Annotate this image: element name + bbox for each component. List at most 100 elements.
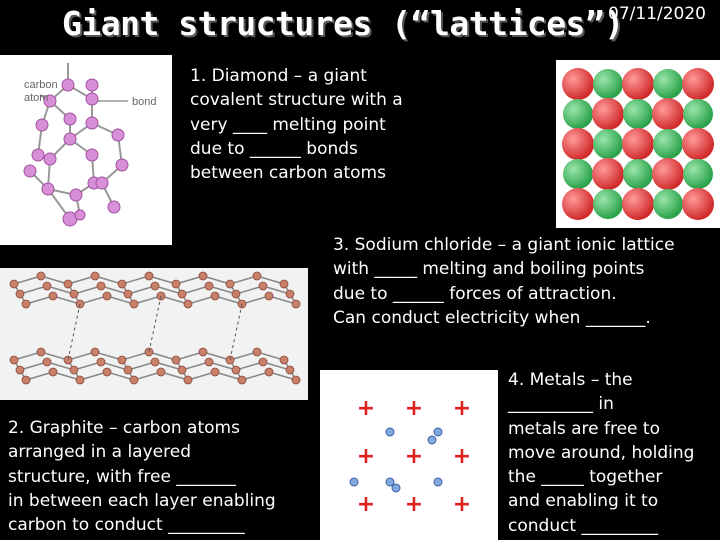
metal-ion: +	[405, 492, 423, 517]
graphite-carbon-atom	[291, 299, 301, 309]
sodium-ion	[622, 128, 654, 160]
graphite-carbon-atom	[204, 357, 214, 367]
metals-line: conduct _________	[508, 515, 659, 536]
metal-ion: +	[405, 444, 423, 469]
graphite-layer	[9, 347, 301, 385]
metals-line: and enabling it to	[508, 491, 659, 512]
sodium-chloride-lattice-image	[556, 60, 720, 228]
sodium-ion	[592, 158, 624, 190]
slide-title: Giant structures (“lattices”)	[62, 4, 624, 43]
graphite-carbon-atom	[198, 347, 208, 357]
graphite-carbon-atom	[252, 347, 262, 357]
carbon-label: carbon	[24, 79, 58, 91]
graphite-carbon-atom	[117, 355, 127, 365]
delocalised-electron	[433, 477, 443, 487]
graphite-carbon-atom	[279, 355, 289, 365]
graphite-line: structure, with free _______	[8, 466, 236, 487]
nacl-line: due to ______ forces of attraction.	[333, 283, 617, 304]
metals-description: 4. Metals – the __________ in metals are…	[508, 368, 694, 538]
graphite-carbon-atom	[177, 289, 187, 299]
interlayer-force	[67, 303, 81, 361]
graphite-carbon-atom	[237, 375, 247, 385]
graphite-carbon-atom	[21, 375, 31, 385]
graphite-carbon-atom	[102, 291, 112, 301]
delocalised-electron	[349, 477, 359, 487]
graphite-carbon-atom	[90, 347, 100, 357]
sodium-ion	[652, 98, 684, 130]
graphite-carbon-atom	[210, 291, 220, 301]
metals-line: __________ in	[508, 394, 614, 415]
delocalised-electron	[427, 435, 437, 445]
graphite-description: 2. Graphite – carbon atoms arranged in a…	[8, 416, 276, 537]
graphite-carbon-atom	[144, 347, 154, 357]
graphite-carbon-atom	[264, 367, 274, 377]
graphite-carbon-atom	[291, 375, 301, 385]
diamond-description: 1. Diamond – a giant covalent structure …	[190, 64, 403, 185]
graphite-carbon-atom	[36, 271, 46, 281]
diamond-line: 1. Diamond – a giant	[190, 66, 367, 86]
sodium-ion	[622, 188, 654, 220]
graphite-carbon-atom	[258, 281, 268, 291]
graphite-carbon-atom	[264, 291, 274, 301]
graphite-carbon-atom	[285, 365, 295, 375]
graphite-line: arranged in a layered	[8, 442, 191, 463]
graphite-carbon-atom	[156, 367, 166, 377]
sodium-ion	[562, 188, 594, 220]
delocalised-electron	[385, 427, 395, 437]
metal-ion: +	[357, 396, 375, 421]
graphite-carbon-atom	[42, 281, 52, 291]
graphite-carbon-atom	[102, 367, 112, 377]
metal-ion: +	[453, 444, 471, 469]
sodium-ion	[682, 68, 714, 100]
graphite-carbon-atom	[231, 289, 241, 299]
graphite-carbon-atom	[210, 367, 220, 377]
graphite-carbon-atom	[204, 281, 214, 291]
sodium-ion	[682, 188, 714, 220]
chloride-ion	[683, 159, 713, 189]
graphite-carbon-atom	[48, 367, 58, 377]
graphite-carbon-atom	[123, 289, 133, 299]
graphite-carbon-atom	[96, 281, 106, 291]
sodium-ion	[682, 128, 714, 160]
metals-line: metals are free to	[508, 418, 660, 439]
nacl-line: 3. Sodium chloride – a giant ionic latti…	[333, 235, 675, 255]
graphite-carbon-atom	[279, 279, 289, 289]
metal-ion: +	[405, 396, 423, 421]
sodium-ion	[622, 68, 654, 100]
diamond-structure-image: carbon atom bond	[0, 55, 172, 245]
sodium-ion	[562, 128, 594, 160]
metals-line: 4. Metals – the	[508, 370, 633, 390]
graphite-carbon-atom	[171, 279, 181, 289]
chloride-ion	[683, 99, 713, 129]
graphite-carbon-atom	[69, 365, 79, 375]
delocalised-electron	[433, 427, 443, 437]
metal-ion: +	[357, 492, 375, 517]
delocalised-electron	[391, 483, 401, 493]
diamond-line: due to ______ bonds	[190, 138, 358, 159]
graphite-carbon-atom	[150, 281, 160, 291]
graphite-carbon-atom	[69, 289, 79, 299]
graphite-carbon-atom	[21, 299, 31, 309]
graphite-carbon-atom	[96, 357, 106, 367]
chloride-ion	[593, 189, 623, 219]
graphite-carbon-atom	[129, 299, 139, 309]
metallic-lattice-image: +++++++++	[320, 370, 498, 540]
graphite-carbon-atom	[225, 355, 235, 365]
diamond-line: between carbon atoms	[190, 163, 386, 184]
graphite-carbon-atom	[231, 365, 241, 375]
graphite-carbon-atom	[177, 365, 187, 375]
metals-line: move around, holding	[508, 442, 695, 463]
graphite-carbon-atom	[9, 279, 19, 289]
sodium-ion	[652, 158, 684, 190]
sodium-ion	[562, 68, 594, 100]
graphite-carbon-atom	[63, 355, 73, 365]
chloride-ion	[653, 69, 683, 99]
bond-label: bond	[132, 96, 156, 108]
graphite-layer	[9, 271, 301, 309]
graphite-carbon-atom	[198, 271, 208, 281]
slide-date: 07/11/2020	[608, 4, 706, 24]
metal-ion: +	[453, 396, 471, 421]
graphite-carbon-atom	[36, 347, 46, 357]
graphite-carbon-atom	[42, 357, 52, 367]
graphite-carbon-atom	[48, 291, 58, 301]
